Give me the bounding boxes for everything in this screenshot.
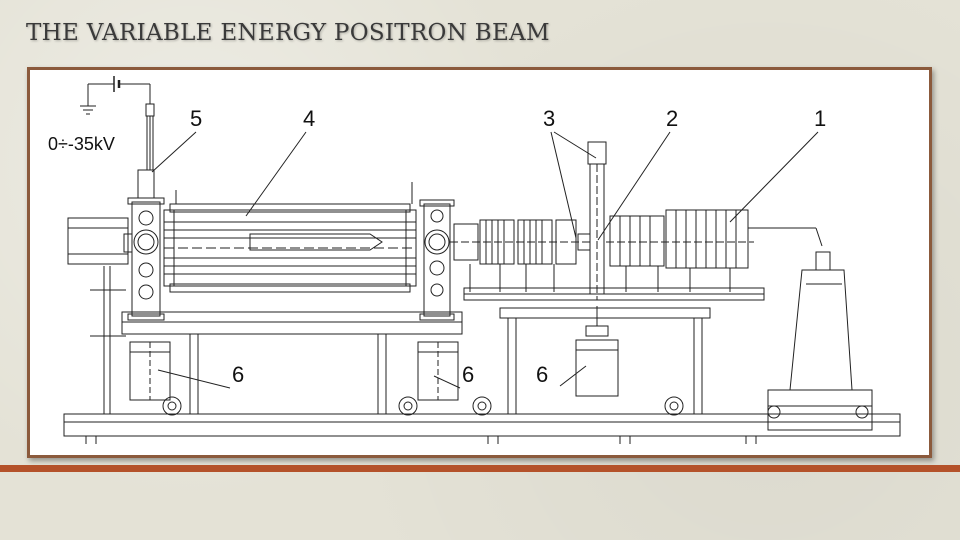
slide-title: THE VARIABLE ENERGY POSITRON BEAM xyxy=(26,20,550,46)
accelerator-tube xyxy=(163,182,417,293)
vacuum-pump-2 xyxy=(398,341,492,416)
callout-3: 3 xyxy=(543,106,555,131)
source-column xyxy=(585,141,609,337)
support-label-2: 6 xyxy=(462,362,474,387)
inlet-pipe xyxy=(67,217,129,265)
transport-coils-b xyxy=(606,209,823,269)
diagram-frame: 0÷-35kV 5 4 3 2 1 xyxy=(27,67,932,458)
support-frame xyxy=(90,266,711,414)
base-rail xyxy=(63,413,901,444)
voltage-supply: 0÷-35kV xyxy=(48,76,155,170)
left-vacuum-chamber xyxy=(123,169,165,321)
support-leader-3 xyxy=(559,365,587,387)
leader-lines xyxy=(151,131,819,241)
support-leader-1 xyxy=(157,369,231,389)
callout-5: 5 xyxy=(190,106,202,131)
callout-4: 4 xyxy=(303,106,315,131)
support-leader-2 xyxy=(433,375,461,389)
voltage-label: 0÷-35kV xyxy=(48,134,115,154)
accent-bar xyxy=(0,465,960,472)
target-chamber xyxy=(767,251,873,431)
apparatus-diagram: 0÷-35kV 5 4 3 2 1 xyxy=(48,76,901,444)
coil-supports xyxy=(463,264,765,301)
vacuum-pump-3 xyxy=(575,339,684,416)
callout-1: 1 xyxy=(814,106,826,131)
support-label-3: 6 xyxy=(536,362,548,387)
middle-vacuum-chamber xyxy=(419,199,455,321)
support-label-1: 6 xyxy=(232,362,244,387)
vacuum-pump-1 xyxy=(129,341,182,416)
callout-2: 2 xyxy=(666,106,678,131)
transport-coils-a xyxy=(450,219,591,265)
